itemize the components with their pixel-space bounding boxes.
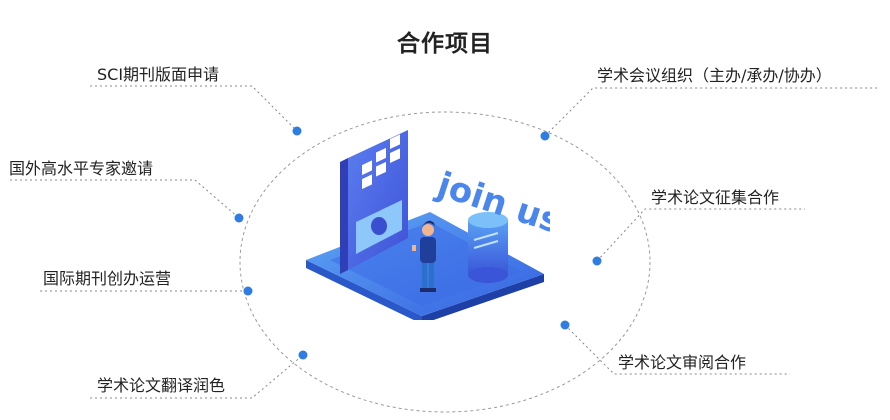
connector-line-4	[90, 354, 304, 399]
item-label-conference[interactable]: 学术会议组织（主办/承办/协办）	[597, 66, 832, 85]
item-label-sci-journal[interactable]: SCI期刊版面申请	[97, 65, 220, 84]
join-us-illustration: join us	[306, 130, 550, 320]
ring-dot-7	[560, 320, 570, 330]
ring-dot-5	[540, 131, 550, 141]
page-title: 合作项目	[397, 31, 493, 57]
server-cylinder	[468, 212, 508, 283]
connector-line-6	[596, 208, 805, 262]
person-figure	[412, 220, 436, 292]
item-label-translation[interactable]: 学术论文翻译润色	[97, 376, 226, 395]
phone-camera	[371, 217, 387, 235]
connector-line-1	[90, 85, 298, 132]
item-label-paper-collection[interactable]: 学术论文征集合作	[651, 188, 780, 207]
item-label-journal-operation[interactable]: 国际期刊创办运营	[43, 269, 172, 288]
ring-dot-1	[292, 126, 302, 136]
connector-line-2	[10, 179, 240, 219]
ring-dot-4	[298, 350, 308, 360]
ring-dot-2	[234, 213, 244, 223]
ring-dot-6	[592, 256, 602, 266]
item-label-paper-review[interactable]: 学术论文审阅合作	[618, 353, 747, 372]
connector-line-7	[564, 324, 790, 375]
platform-side-left	[306, 260, 422, 320]
phone-app-grid	[362, 134, 400, 190]
connector-line-5	[544, 87, 880, 137]
platform-side-right	[422, 274, 544, 320]
ring-dot-3	[243, 286, 253, 296]
ring-ellipse	[239, 111, 651, 413]
phone-side	[340, 158, 348, 274]
item-label-expert-invitation[interactable]: 国外高水平专家邀请	[9, 159, 154, 178]
